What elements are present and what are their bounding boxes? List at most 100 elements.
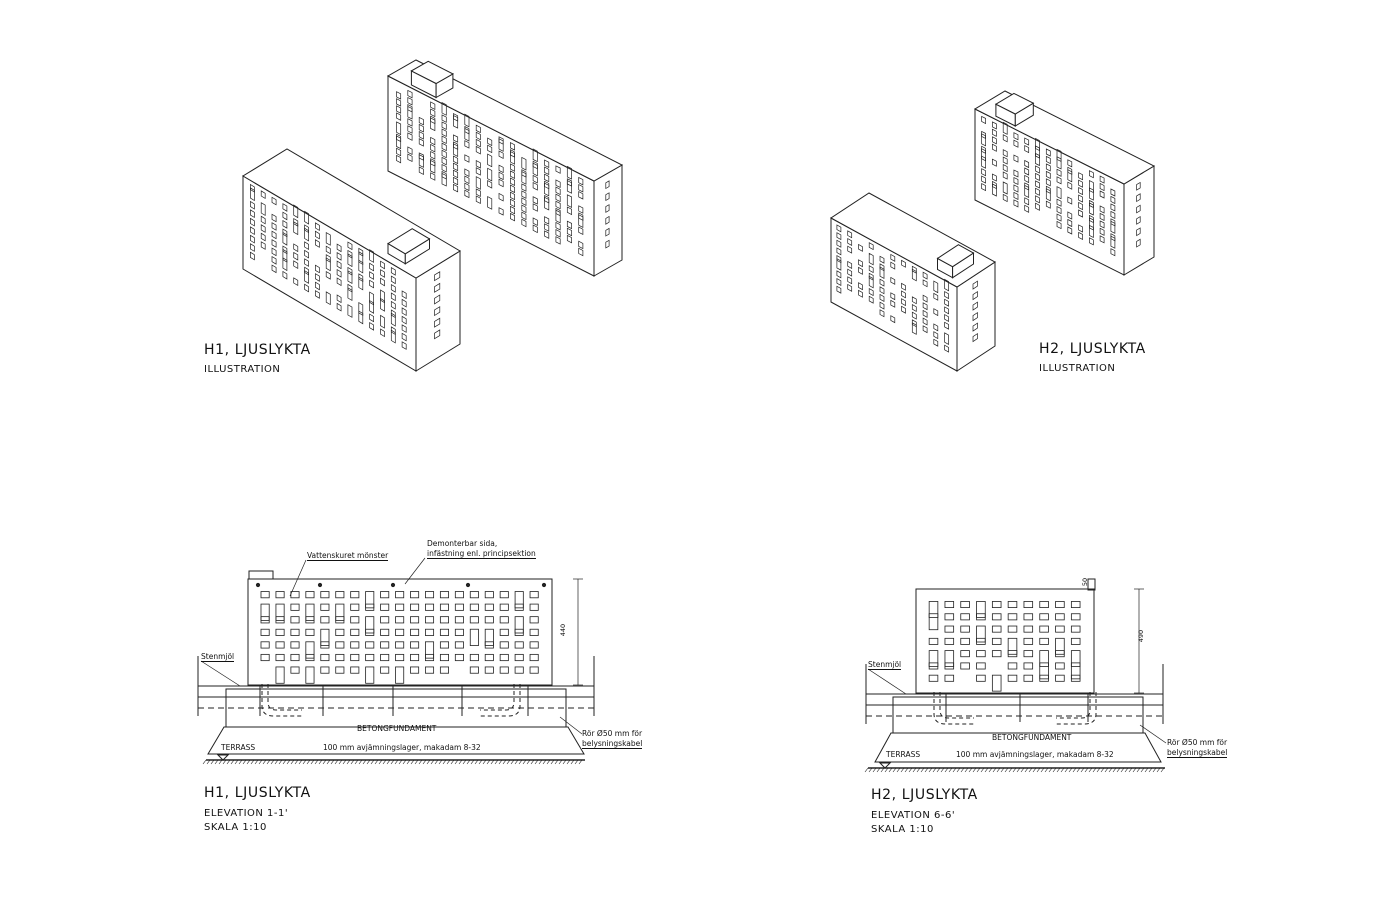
- window: [487, 167, 493, 182]
- h1-pipe-note-2: belysningskabel: [582, 739, 643, 749]
- terrace-hatch: [956, 767, 961, 773]
- terrace-hatch: [1060, 767, 1065, 773]
- window-opening: [439, 666, 449, 674]
- terrace-hatch: [574, 759, 579, 765]
- window: [933, 323, 939, 332]
- window: [380, 328, 385, 338]
- terrace-hatch: [214, 759, 219, 765]
- window: [430, 108, 436, 118]
- terrace-hatch: [362, 759, 367, 765]
- window-opening: [469, 653, 479, 662]
- terrace-hatch: [1044, 767, 1049, 773]
- terrace-hatch: [406, 759, 411, 765]
- window: [1024, 174, 1030, 184]
- window: [304, 241, 309, 251]
- window: [315, 239, 320, 248]
- window: [836, 224, 842, 233]
- window: [544, 196, 550, 211]
- window-opening: [499, 616, 509, 624]
- window: [879, 266, 885, 279]
- window: [282, 231, 288, 246]
- h1-stone-note: Stenmjöl: [201, 652, 235, 662]
- h1-elevation-drawing: [197, 557, 595, 765]
- window: [879, 263, 885, 272]
- terrace-hatch: [988, 767, 993, 773]
- window: [396, 98, 402, 107]
- window-opening: [320, 616, 330, 624]
- window-opening: [944, 601, 955, 609]
- window: [1035, 180, 1040, 189]
- window-opening: [976, 662, 986, 670]
- window: [336, 251, 342, 261]
- window: [922, 294, 928, 303]
- window-opening: [320, 653, 330, 662]
- window: [464, 189, 470, 199]
- window: [521, 183, 527, 192]
- window: [578, 214, 584, 228]
- window: [605, 239, 610, 249]
- window: [293, 204, 299, 219]
- window: [933, 280, 939, 294]
- h1-pipe-note-1: Rör Ø50 mm för: [582, 729, 643, 738]
- window-opening: [380, 666, 390, 674]
- window-opening: [380, 653, 390, 662]
- window: [407, 105, 413, 120]
- window: [578, 176, 584, 186]
- terrace-hatch: [1064, 767, 1069, 773]
- terrace-hatch: [964, 767, 969, 773]
- window: [605, 204, 610, 213]
- terrace-hatch: [322, 759, 327, 765]
- terrace-hatch: [538, 759, 543, 765]
- window-opening: [484, 591, 494, 599]
- h2-height-dimension: 490: [1137, 629, 1146, 643]
- window-opening: [454, 616, 464, 624]
- h2-isometric-illustration: [830, 90, 1156, 372]
- window: [1056, 168, 1062, 177]
- terrace-hatch: [1120, 767, 1125, 773]
- window: [325, 231, 331, 246]
- h2-illustration-title: H2, LJUSLYKTA: [1039, 341, 1146, 357]
- window: [1013, 191, 1019, 200]
- window: [578, 191, 584, 200]
- window-opening: [1070, 625, 1081, 633]
- window: [1099, 212, 1105, 221]
- leader-line: [1139, 724, 1167, 744]
- window-opening: [305, 653, 315, 662]
- window-opening: [305, 666, 315, 684]
- terrace-hatch: [254, 759, 259, 765]
- terrace-hatch: [522, 759, 527, 765]
- window: [304, 283, 309, 293]
- window: [933, 331, 939, 340]
- window: [1035, 137, 1040, 152]
- window-opening: [290, 616, 300, 624]
- window: [453, 162, 459, 172]
- window-opening: [514, 628, 524, 636]
- window-opening: [365, 616, 375, 634]
- terrace-hatch: [202, 759, 207, 765]
- window: [1067, 181, 1073, 190]
- window: [250, 251, 255, 261]
- window-opening: [410, 603, 420, 611]
- window: [1024, 145, 1030, 154]
- window-opening: [529, 603, 539, 611]
- window: [510, 212, 515, 222]
- window: [380, 314, 385, 329]
- window: [293, 251, 299, 261]
- window: [1002, 164, 1008, 173]
- window: [282, 257, 288, 272]
- window-opening: [1039, 601, 1049, 609]
- terrace-hatch: [290, 759, 295, 765]
- window: [879, 293, 885, 302]
- window: [271, 255, 277, 265]
- window: [1110, 233, 1116, 242]
- window: [555, 179, 561, 188]
- h1-terrace-label: TERRASS: [221, 743, 256, 752]
- window: [944, 278, 949, 292]
- window: [390, 312, 396, 327]
- terrace-hatch: [944, 767, 949, 773]
- window-opening: [335, 628, 345, 636]
- window: [369, 249, 374, 263]
- window-opening: [1070, 613, 1081, 621]
- window: [879, 278, 885, 287]
- window: [1136, 181, 1141, 191]
